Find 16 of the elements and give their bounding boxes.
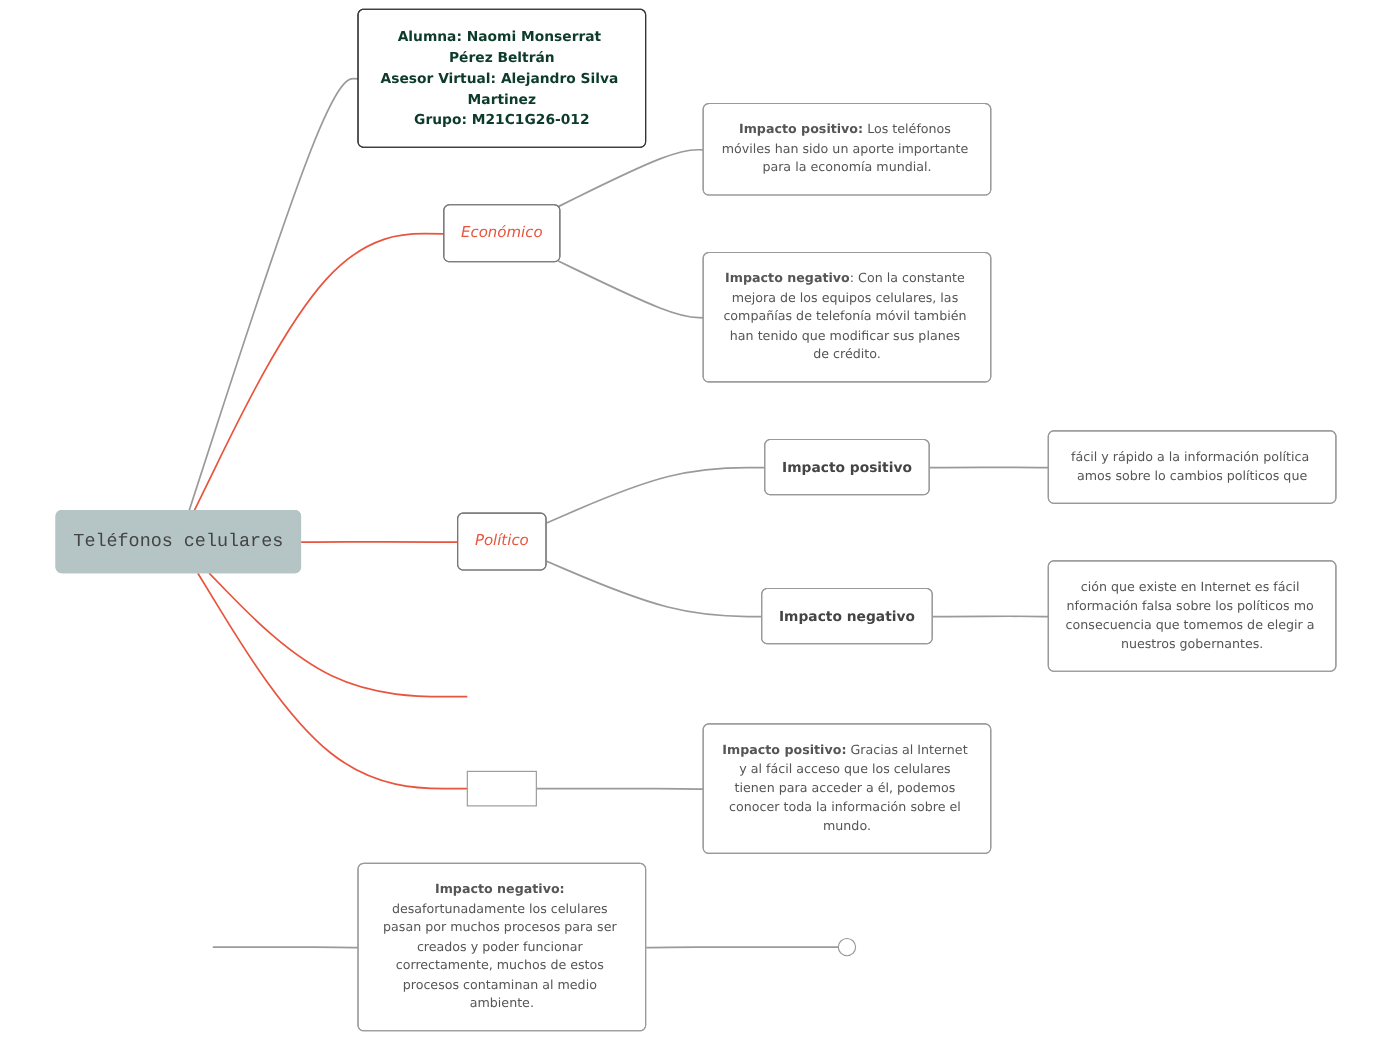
- connector: [188, 77, 360, 512]
- connector: [545, 466, 767, 524]
- connector: [545, 560, 764, 618]
- connector: [197, 572, 469, 790]
- node-box: [466, 770, 537, 807]
- connector: [645, 946, 840, 949]
- connector: [193, 232, 446, 512]
- node-circle: [837, 937, 857, 957]
- connector: [535, 787, 705, 791]
- connector: [557, 260, 705, 319]
- connector: [208, 572, 469, 698]
- connector: [211, 946, 360, 949]
- connector: [557, 148, 705, 208]
- connector: [928, 466, 1050, 469]
- connector: [931, 615, 1050, 618]
- connector: [300, 540, 460, 543]
